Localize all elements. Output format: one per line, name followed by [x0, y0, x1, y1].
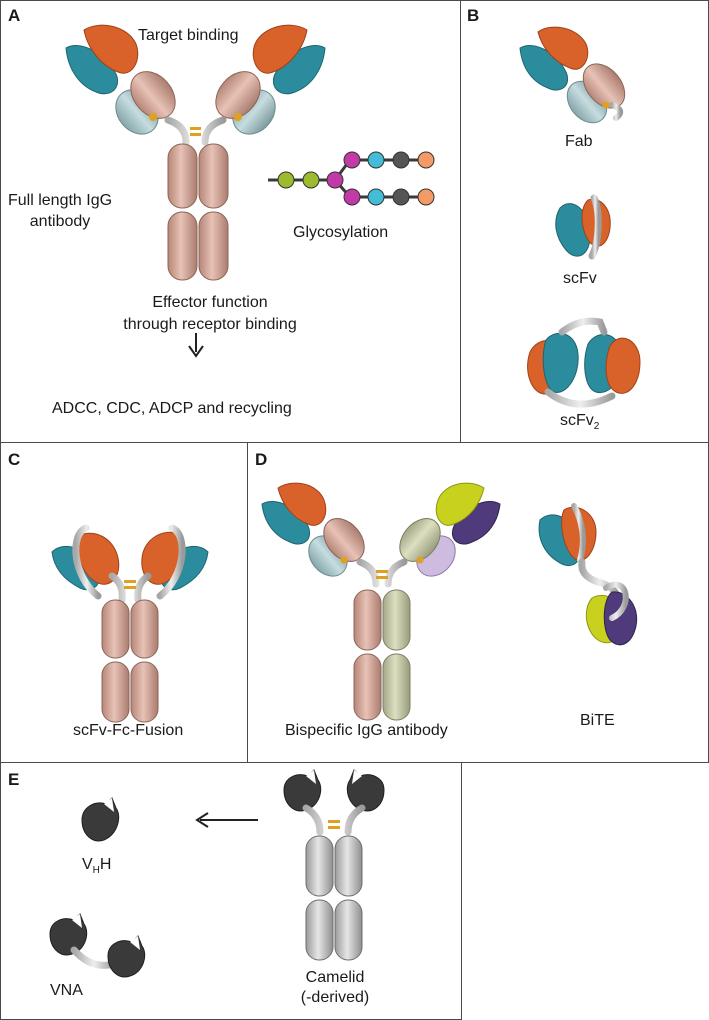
panel-b-label: B [467, 6, 480, 25]
variable-teal-shape [273, 45, 326, 95]
scfv-fc-fusion-label: scFv-Fc-Fusion [73, 722, 184, 739]
vna-icon [49, 913, 146, 978]
vhh-icon [81, 797, 120, 842]
variable-orange-shape [83, 24, 139, 74]
fc-domain-shape [198, 211, 229, 281]
bispecific-igg-icon [261, 482, 501, 721]
scfv2-icon [527, 317, 641, 408]
panel-e-label: E [8, 770, 20, 789]
full-length-igg-line2: antibody [29, 213, 91, 230]
panel-a-label: A [8, 6, 21, 25]
scfv-icon [555, 194, 611, 260]
vhh-v: V [82, 856, 93, 873]
effector-function-line2: through receptor binding [123, 316, 297, 333]
camelid-line1: Camelid [305, 969, 365, 986]
effector-outcome-label: ADCC, CDC, ADCP and recycling [52, 400, 292, 417]
target-binding-label: Target binding [138, 27, 239, 44]
vhh-h: H [99, 856, 112, 873]
scfv2-base: scFv [560, 412, 594, 429]
bite-icon [538, 503, 638, 646]
effector-function-line1: Effector function [152, 294, 268, 311]
panel-c-label: C [8, 450, 21, 469]
camelid-line2: (-derived) [300, 989, 370, 1006]
glycan-chain-icon [268, 151, 435, 206]
bite-label: BiTE [580, 712, 615, 729]
variable-teal-shape [65, 45, 118, 95]
scfv-fc-fusion-icon [51, 524, 209, 723]
fc-domain-shape [167, 211, 198, 281]
camelid-igg-icon [283, 769, 385, 961]
camelid-label: Camelid (-derived) [290, 968, 380, 1008]
full-length-igg-line1: Full length IgG [8, 192, 113, 209]
glycosylation-label: Glycosylation [293, 224, 389, 241]
panel-d-label: D [255, 450, 268, 469]
fab-icon [519, 26, 626, 124]
disulfide-bond-shape [190, 127, 201, 130]
fab-heavy-chain-shape [215, 71, 261, 119]
vhh-subscript: H [92, 865, 100, 877]
scfv2-label: scFv2 [560, 412, 599, 432]
fab-heavy-chain-shape [130, 71, 176, 119]
vhh-label: VHH [82, 856, 111, 876]
variable-orange-shape [252, 24, 308, 74]
scfv-label: scFv [563, 270, 597, 287]
arrow-left-icon [195, 812, 258, 828]
arrow-down-icon [188, 333, 204, 358]
vna-label: VNA [50, 982, 83, 999]
fc-domain-shape [198, 143, 229, 209]
bispecific-igg-label: Bispecific IgG antibody [285, 722, 448, 739]
fc-domain-shape [167, 143, 198, 209]
scfv2-subscript: 2 [593, 421, 600, 433]
full-igg-icon [65, 24, 326, 281]
full-length-igg-label: Full length IgG antibody [8, 190, 112, 232]
effector-function-label: Effector function through receptor bindi… [110, 292, 310, 336]
fab-label: Fab [565, 133, 593, 150]
